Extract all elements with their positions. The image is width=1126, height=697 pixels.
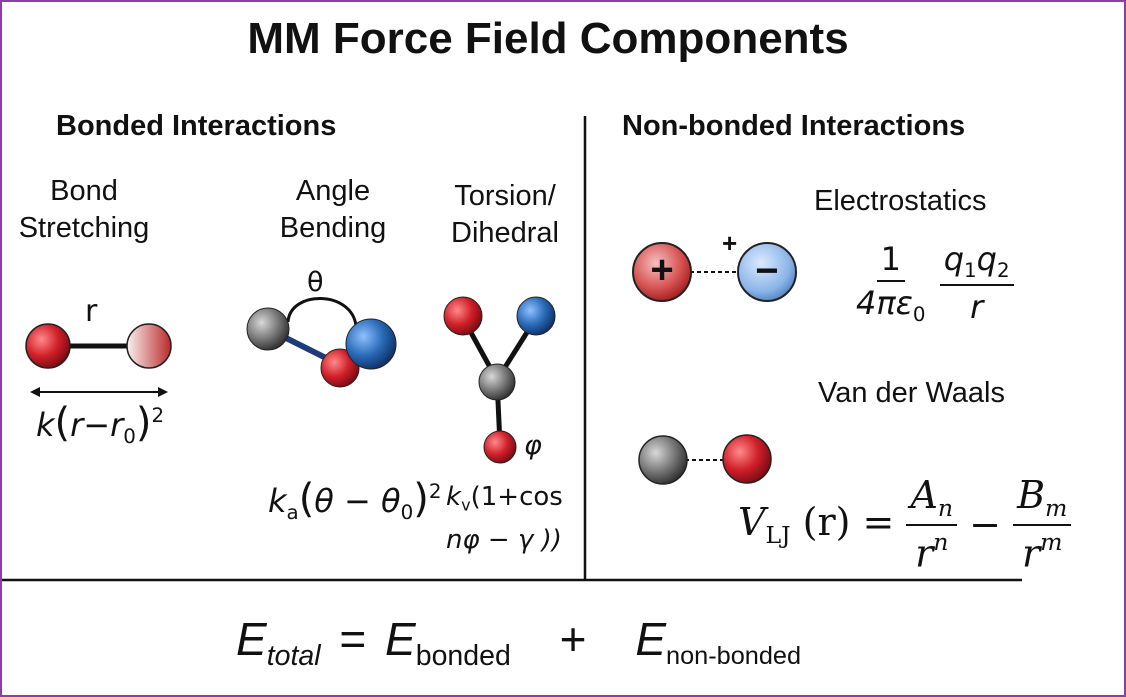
angle-theta-label: θ (307, 267, 324, 298)
vdw-atom-red (722, 434, 772, 484)
electrostatics-atoms (632, 242, 797, 302)
plus-charge-sign: + (650, 248, 674, 292)
angle-atom-gray (246, 307, 290, 351)
angle-atom-blue (345, 318, 397, 370)
bond-stretching-molecule (25, 323, 172, 369)
torsion-atom-red-top (443, 296, 483, 336)
vdw-label: Van der Waals (818, 377, 1005, 409)
torsion-phi-label: φ (524, 430, 542, 461)
torsion-atom-red-bottom (483, 430, 517, 464)
electrostatics-label: Electrostatics (814, 185, 987, 217)
positive-atom (632, 242, 692, 302)
angle-arc (286, 297, 358, 327)
angle-bending-molecule (246, 297, 397, 388)
stretch-distance-arrow (30, 387, 168, 397)
stretch-equation: k(r−r0)2 (36, 400, 165, 448)
bonded-heading: Bonded Interactions (56, 110, 337, 142)
negative-atom (737, 242, 797, 302)
figure-title: MM Force Field Components (247, 14, 849, 63)
nonbonded-heading: Non-bonded Interactions (622, 110, 966, 142)
minus-charge-sign: − (755, 249, 779, 293)
vdw-atom-gray (638, 435, 688, 485)
total-energy-equation: Etotal = Ebonded + Enon-bonded (236, 613, 802, 672)
charge-mark: + (722, 228, 738, 258)
stretch-atom-right (126, 323, 172, 369)
vdw-atoms (638, 434, 772, 485)
torsion-atom-blue (516, 296, 556, 336)
stretch-atom-left (25, 323, 71, 369)
torsion-atom-gray (478, 363, 516, 401)
angle-atom-red (320, 348, 360, 388)
torsion-equation: kv(1+cos nφ − γ )) (446, 482, 563, 555)
angle-equation: ka(θ − θ0)2 (268, 476, 442, 524)
bond-r-label: r (85, 294, 98, 329)
torsion-dihedral-label: Torsion/Dihedral (451, 180, 559, 249)
torsion-molecule (443, 296, 556, 464)
